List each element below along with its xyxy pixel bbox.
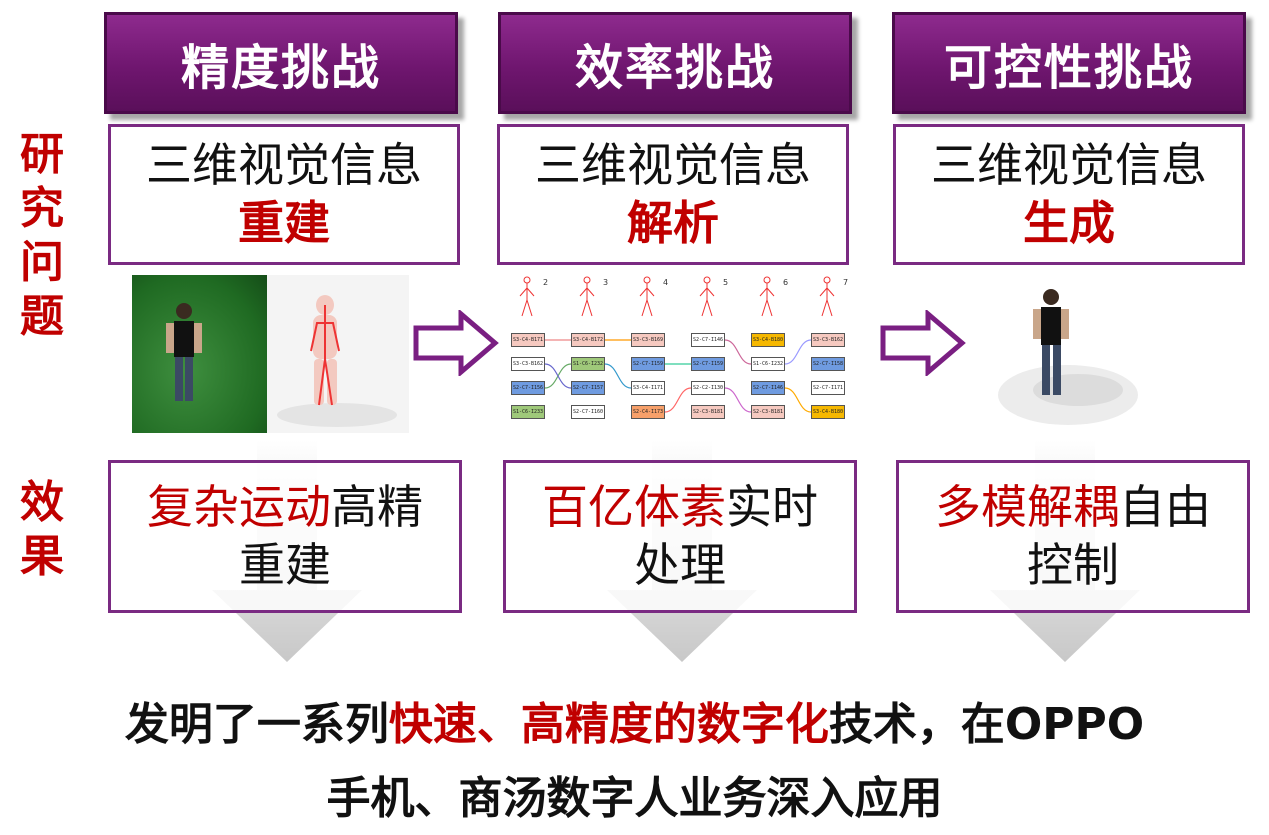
reconstruction-render [267, 275, 409, 433]
problem-text: 三维视觉信息 [146, 138, 422, 192]
summary-text: 手机、商汤数字人业务深入应用 [326, 773, 943, 824]
effect-box-analysis: 百亿体素实时 处理 [503, 460, 857, 613]
effect-box-generation: 多模解耦自由 控制 [896, 460, 1250, 613]
person-figure-icon [166, 303, 202, 401]
track-node: S2-C7-I156 [511, 381, 545, 395]
problem-box-generation: 三维视觉信息 生成 [893, 124, 1245, 265]
track-node: S1-C6-I233 [511, 405, 545, 419]
summary-line2: 手机、商汤数字人业务深入应用 [0, 762, 1269, 826]
track-node: S3-C3-B169 [631, 333, 665, 347]
frame-number: 4 [663, 278, 669, 287]
track-node: S3-C3-B162 [811, 333, 845, 347]
effect-plain: 实时 [726, 480, 818, 534]
track-node: S3-C4-B180 [751, 333, 785, 347]
track-node: S2-C2-I130 [691, 381, 725, 395]
track-node: S3-C4-B180 [811, 405, 845, 419]
effect-line2: 控制 [1027, 537, 1119, 592]
track-node: S2-C7-I159 [691, 357, 725, 371]
track-node: S2-C7-I158 [811, 357, 845, 371]
track-node: S2-C7-I146 [751, 381, 785, 395]
effect-line1: 百亿体素实时 [542, 479, 818, 537]
problem-box-analysis: 三维视觉信息 解析 [497, 124, 849, 265]
problem-keyword: 解析 [627, 195, 719, 250]
track-node: S2-C7-I160 [571, 405, 605, 419]
capture-photo [132, 275, 267, 433]
summary-text: 发明了一系列 [124, 699, 389, 750]
track-node: S2-C7-I171 [811, 381, 845, 395]
track-node: S1-C6-I232 [571, 357, 605, 371]
challenge-header-precision: 精度挑战 [104, 12, 458, 114]
effect-box-reconstruction: 复杂运动高精 重建 [108, 460, 462, 613]
frame-number: 7 [843, 278, 849, 287]
effect-line1: 多模解耦自由 [935, 479, 1211, 537]
problem-box-reconstruction: 三维视觉信息 重建 [108, 124, 460, 265]
effect-plain: 高精 [331, 480, 423, 534]
frame-number: 3 [603, 278, 609, 287]
effect-highlight: 多模解耦 [935, 480, 1119, 534]
track-node: S3-C4-I171 [631, 381, 665, 395]
challenge-header-efficiency: 效率挑战 [498, 12, 852, 114]
frame-number: 5 [723, 278, 729, 287]
effect-line2: 重建 [239, 537, 331, 592]
track-node: S3-C4-B171 [511, 333, 545, 347]
problem-keyword: 重建 [238, 195, 330, 250]
effect-label: 效果 [20, 477, 64, 582]
track-node: S2-C4-I173 [631, 405, 665, 419]
frame-number: 6 [783, 278, 789, 287]
track-node: S2-C7-I159 [631, 357, 665, 371]
summary-text: 技术，在OPPO [828, 699, 1145, 750]
tracking-graph-figure: 2 3 4 5 6 7 S3-C4-B171 S3-C4-B172 S3-C3-… [503, 272, 858, 434]
track-node: S3-C4-B172 [571, 333, 605, 347]
track-node: S2-C7-I146 [691, 333, 725, 347]
connection-lines [544, 339, 812, 413]
track-node: S2-C3-B181 [691, 405, 725, 419]
generated-person-icon [998, 289, 1138, 425]
right-arrow-icon [880, 310, 966, 376]
track-node: S1-C6-I232 [751, 357, 785, 371]
effect-plain: 自由 [1119, 480, 1211, 534]
track-node: S2-C3-B181 [751, 405, 785, 419]
effect-line2: 处理 [634, 537, 726, 592]
track-node: S3-C3-B162 [511, 357, 545, 371]
effect-line1: 复杂运动高精 [147, 479, 423, 537]
challenge-header-controllability: 可控性挑战 [892, 12, 1246, 114]
frame-number: 2 [543, 278, 549, 287]
research-problem-label: 研究问题 [20, 129, 64, 342]
right-arrow-icon [413, 310, 499, 376]
skeleton-mesh-icon [277, 295, 397, 427]
generated-render [993, 275, 1143, 435]
effect-highlight: 复杂运动 [147, 480, 331, 534]
problem-keyword: 生成 [1023, 195, 1115, 250]
problem-text: 三维视觉信息 [931, 138, 1207, 192]
summary-highlight: 快速、高精度的数字化 [388, 699, 829, 750]
effect-highlight: 百亿体素 [542, 480, 726, 534]
problem-text: 三维视觉信息 [535, 138, 811, 192]
skeleton-frames-icon [519, 276, 835, 317]
track-node: S2-C7-I157 [571, 381, 605, 395]
summary-line1: 发明了一系列快速、高精度的数字化技术，在OPPO [0, 688, 1269, 752]
